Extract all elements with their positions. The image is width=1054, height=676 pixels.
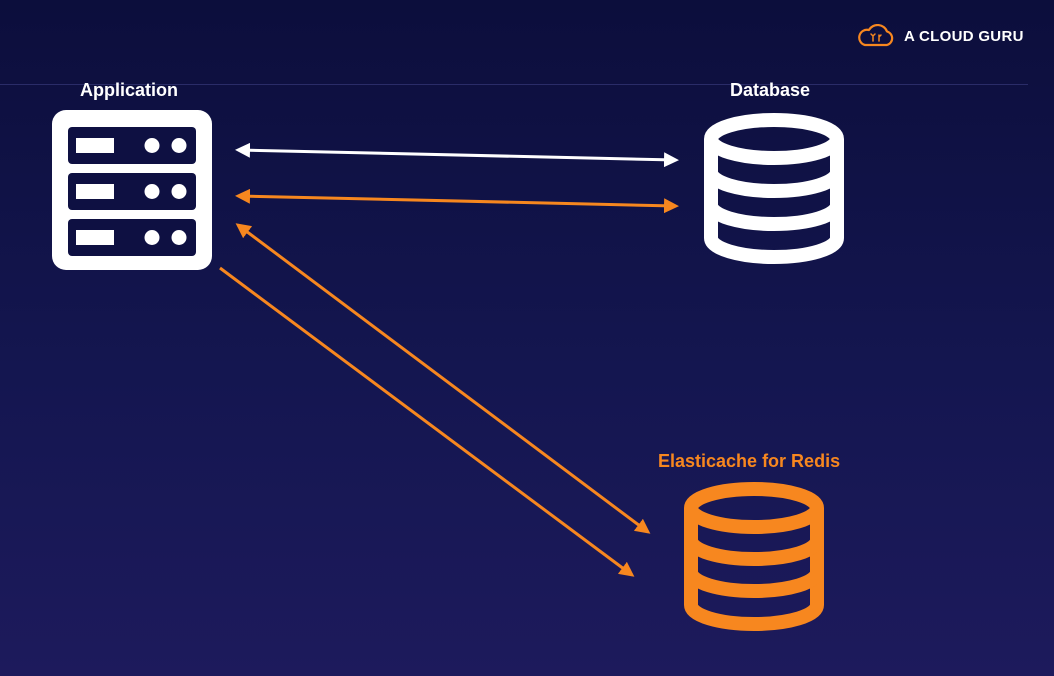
brand-name: A CLOUD GURU [904,27,1024,45]
database-label: Database [730,80,811,100]
server-rack-icon [52,110,212,270]
cache-database-icon [684,482,824,631]
app-db-arrow-white [235,142,679,168]
app-cache-arrow-bidirectional [235,223,651,534]
cloud-guru-logo-icon [858,24,894,47]
application-label: Application [80,80,178,100]
app-cache-arrow-oneway [219,266,635,577]
brand: A CLOUD GURU [856,24,1024,48]
cache-label: Elasticache for Redis [658,451,841,471]
header-divider [0,84,1028,85]
app-db-arrow-orange [235,188,679,214]
database-icon [704,113,844,264]
